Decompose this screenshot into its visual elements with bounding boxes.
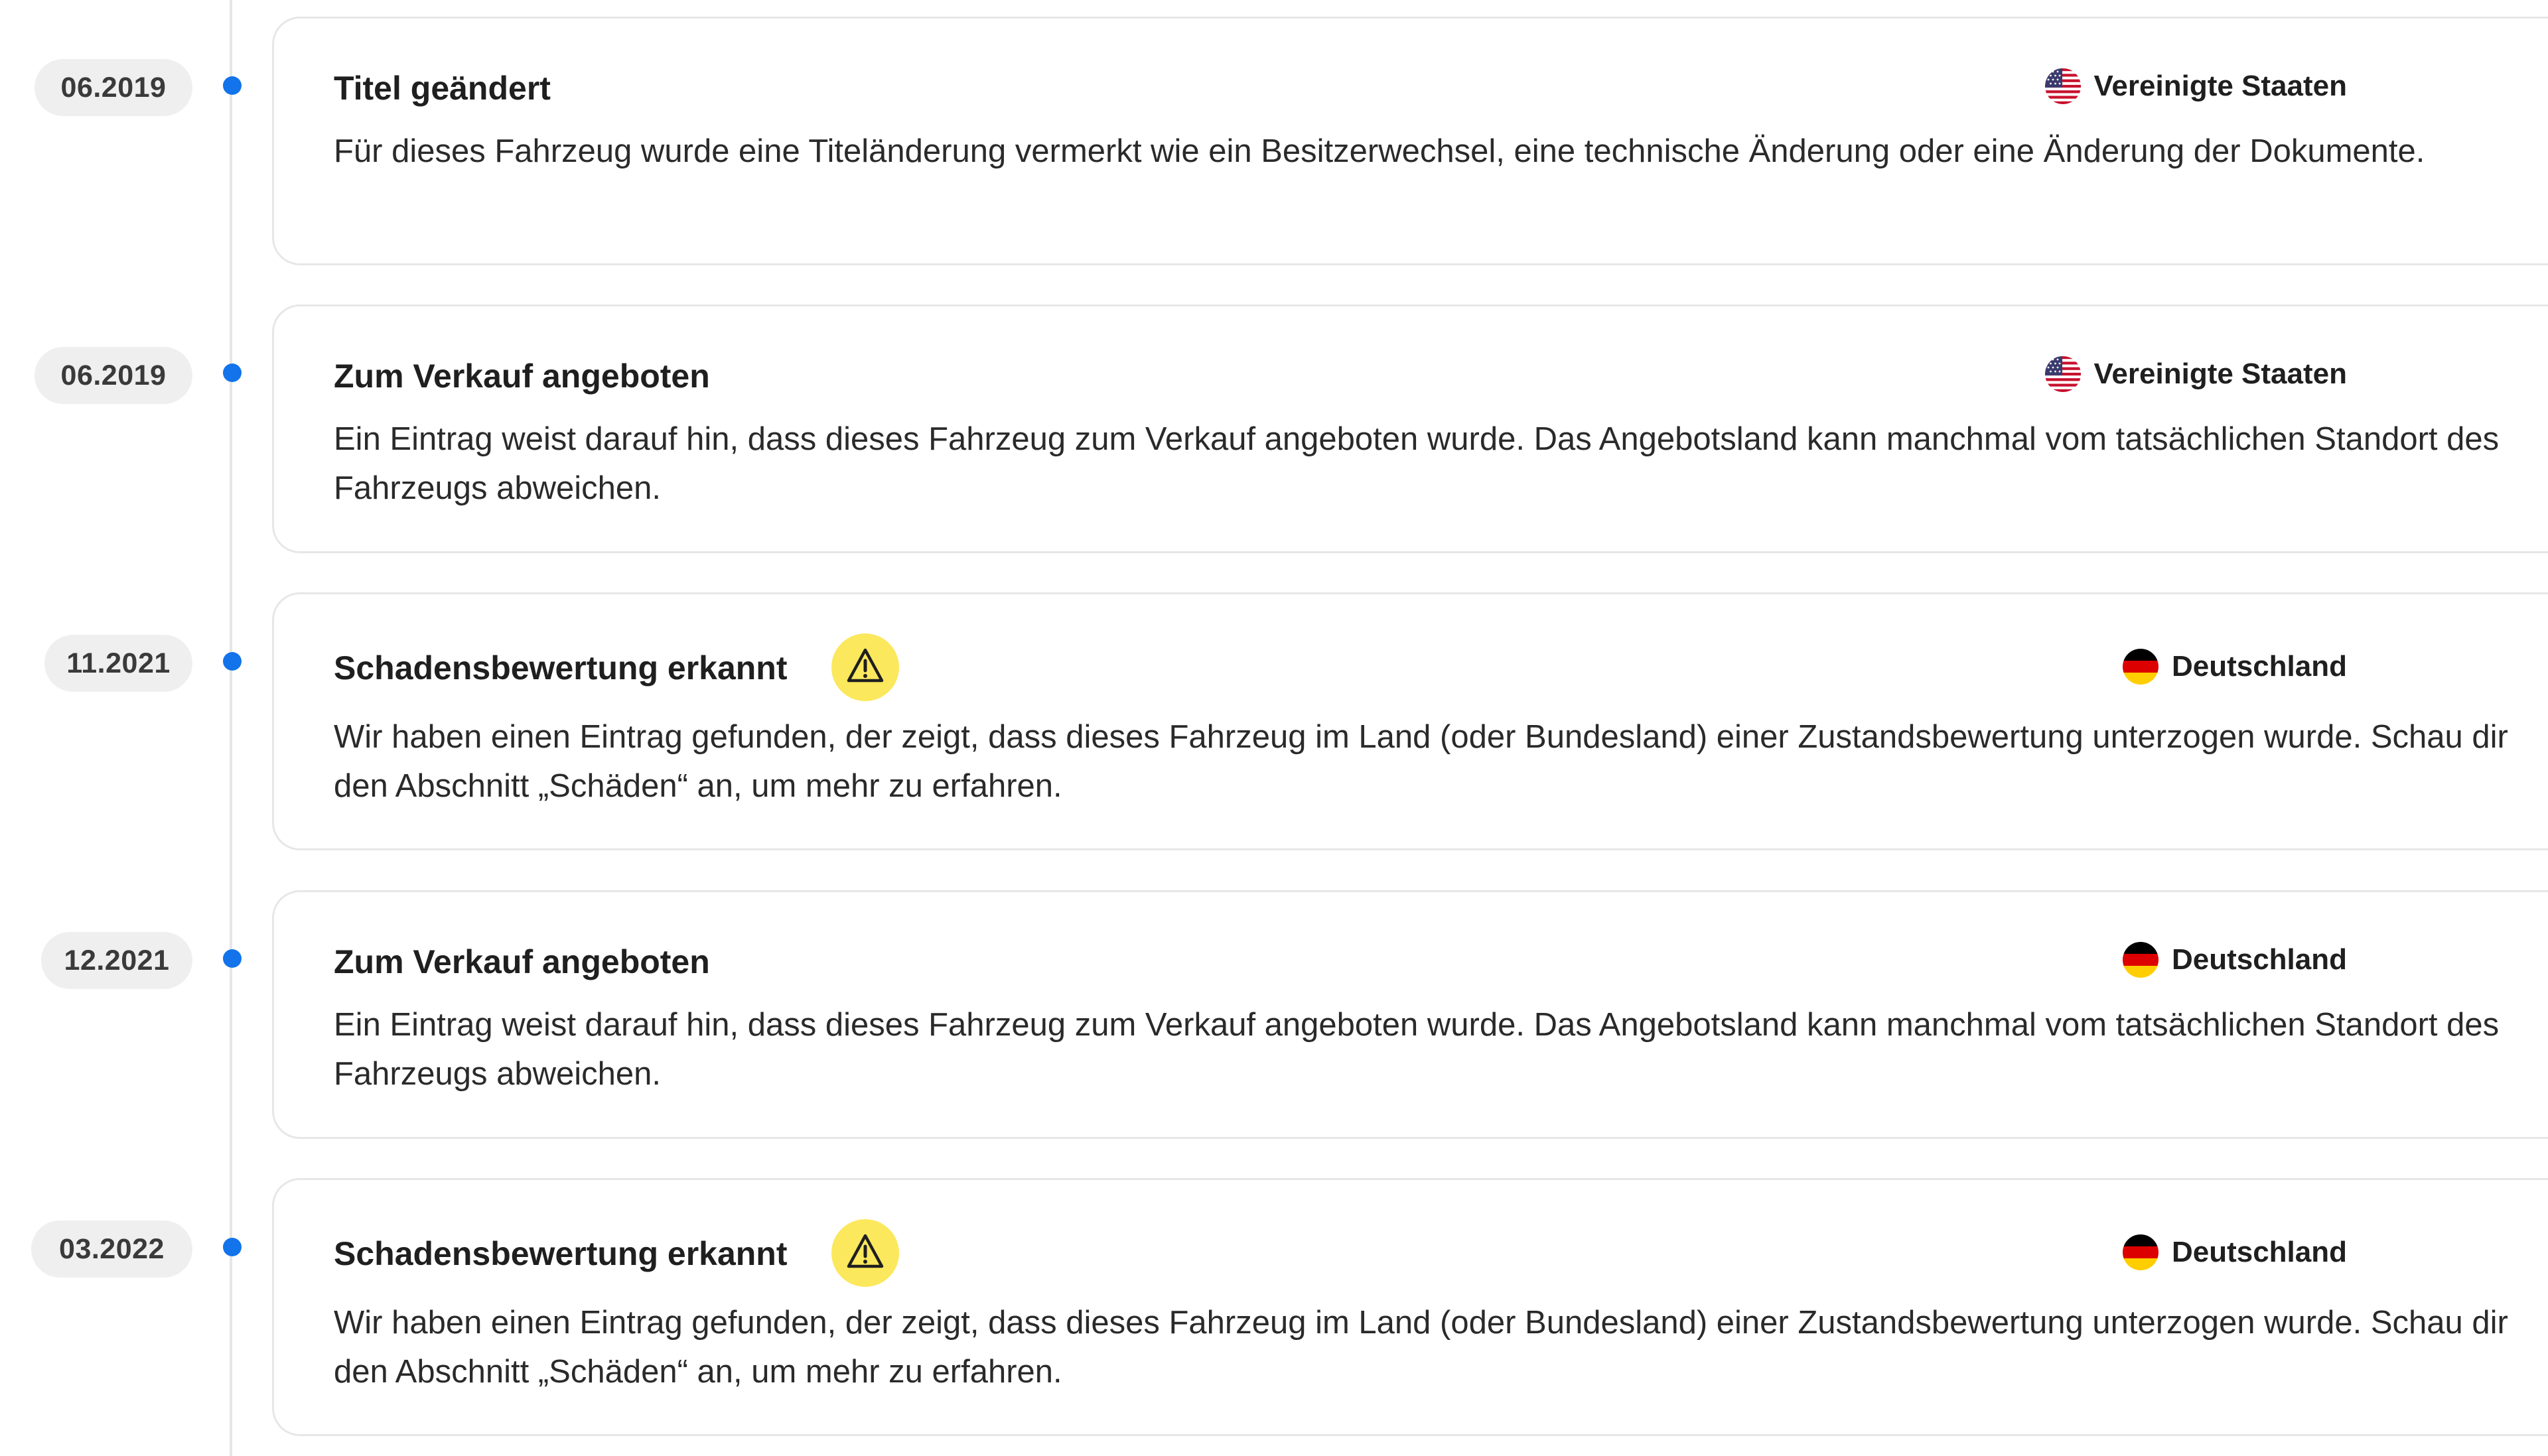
country-tag: Deutschland [2122, 649, 2347, 685]
event-title: Zum Verkauf angeboten [334, 943, 710, 980]
timeline-dot [223, 76, 242, 95]
timeline-dot [223, 652, 242, 671]
event-card[interactable]: Zum Verkauf angeboten Deutschland Ein Ei… [272, 890, 2548, 1139]
timeline-line [230, 0, 232, 1456]
timeline-dot [223, 1238, 242, 1256]
date-badge: 06.2019 [35, 59, 192, 116]
warning-triangle-icon [831, 1219, 899, 1287]
country-tag: Deutschland [2122, 1234, 2347, 1270]
event-description: Ein Eintrag weist darauf hin, dass diese… [334, 421, 2500, 506]
country-label: Deutschland [2171, 650, 2347, 683]
event-description: Ein Eintrag weist darauf hin, dass diese… [334, 1007, 2500, 1092]
event-card[interactable]: Schadensbewertung erkannt Deutschland Wi… [272, 1178, 2548, 1436]
us-flag-icon [2044, 68, 2081, 104]
country-label: Deutschland [2171, 1236, 2347, 1268]
event-title: Schadensbewertung erkannt [334, 649, 788, 687]
event-title: Zum Verkauf angeboten [334, 358, 710, 395]
germany-flag-icon [2122, 649, 2159, 685]
timeline-dot [223, 364, 242, 382]
germany-flag-icon [2122, 1234, 2159, 1270]
date-badge: 06.2019 [35, 347, 192, 404]
country-label: Vereinigte Staaten [2093, 70, 2347, 102]
event-description: Wir haben einen Eintrag gefunden, der ze… [334, 719, 2508, 804]
event-description: Für dieses Fahrzeug wurde eine Titelände… [334, 133, 2425, 169]
germany-flag-icon [2122, 942, 2159, 978]
event-title: Schadensbewertung erkannt [334, 1235, 788, 1272]
date-badge: 12.2021 [41, 932, 192, 989]
country-tag: Vereinigte Staaten [2044, 68, 2347, 104]
event-title: Titel geändert [334, 70, 551, 107]
event-card[interactable]: Titel geändert [272, 17, 2548, 265]
country-label: Vereinigte Staaten [2093, 358, 2347, 390]
country-tag: Deutschland [2122, 942, 2347, 978]
us-flag-icon [2044, 356, 2081, 392]
event-description: Wir haben einen Eintrag gefunden, der ze… [334, 1305, 2508, 1390]
country-tag: Vereinigte Staaten [2044, 356, 2347, 392]
timeline-dot [223, 949, 242, 968]
date-badge: 11.2021 [44, 635, 192, 692]
warning-triangle-icon [831, 633, 899, 701]
date-badge: 03.2022 [31, 1221, 192, 1278]
country-label: Deutschland [2171, 943, 2347, 976]
event-card[interactable]: Schadensbewertung erkannt Deutschland Wi… [272, 592, 2548, 850]
event-card[interactable]: Zum Verkauf angeboten [272, 304, 2548, 553]
